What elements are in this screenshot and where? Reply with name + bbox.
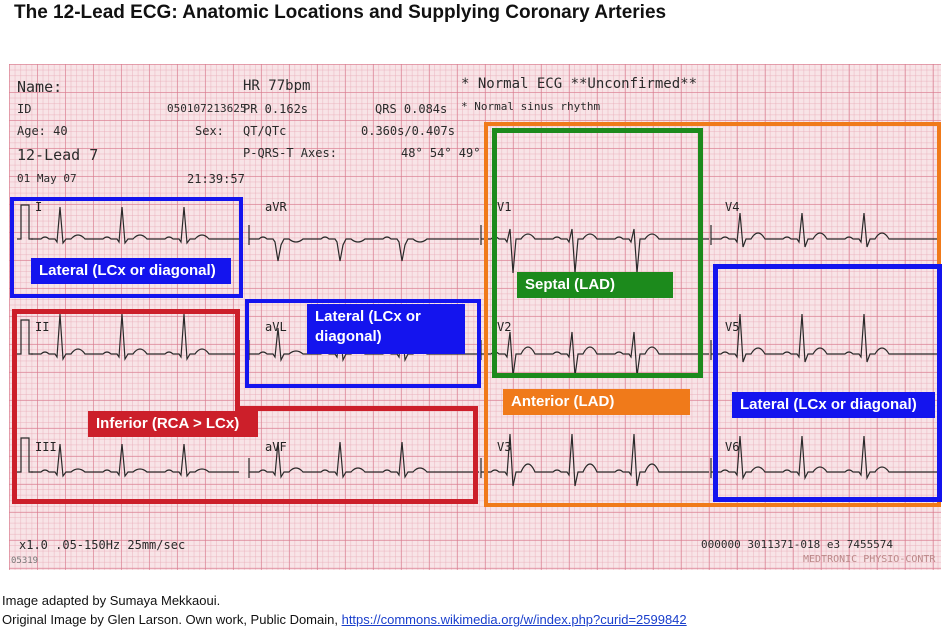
lateral-box-v5-v6 — [713, 264, 942, 502]
lead-label-v3: V3 — [497, 440, 512, 454]
axes-value: 48° 54° 49° — [401, 146, 481, 160]
interpretation-normal: * Normal ECG **Unconfirmed** — [461, 76, 698, 92]
ecg-trace — [249, 441, 479, 479]
inferior-box-upper — [12, 309, 240, 429]
label-septal: Septal (LAD) — [517, 272, 673, 298]
inferior-box-step — [235, 406, 478, 411]
inferior-box-lower — [12, 406, 478, 504]
ecg-time: 21:39:57 — [187, 172, 245, 186]
ecg-lead-title: 12-Lead 7 — [17, 146, 99, 164]
qtc-value: 0.360s/0.407s — [361, 124, 455, 138]
lead-label-v4: V4 — [725, 200, 740, 214]
credit-original-text: Original Image by Glen Larson. Own work,… — [2, 612, 342, 627]
credit-source-link[interactable]: https://commons.wikimedia.org/w/index.ph… — [341, 612, 687, 627]
ecg-trace — [481, 228, 709, 274]
calibration-pulse — [17, 204, 33, 240]
patient-sex: Sex: — [195, 124, 224, 138]
ecg-brand: MEDTRONIC PHYSIO-CONTR — [803, 554, 936, 565]
lateral-box-lead-i — [10, 197, 243, 298]
label-inferior: Inferior (RCA > LCx) — [88, 411, 258, 437]
lead-label-v6: V6 — [725, 440, 740, 454]
label-lateral-v5-v6: Lateral (LCx or diagonal) — [732, 392, 935, 418]
calibration-pulse — [17, 437, 33, 473]
lead-label-avl: aVL — [265, 320, 287, 334]
label-lateral-lead-i: Lateral (LCx or diagonal) — [31, 258, 231, 284]
lead-label-v5: V5 — [725, 320, 740, 334]
qt-qtc-label: QT/QTc — [243, 124, 287, 138]
label-anterior: Anterior (LAD) — [503, 389, 690, 415]
lead-label-avf: aVF — [265, 440, 287, 454]
lead-label-i: I — [35, 200, 43, 214]
ecg-trace — [711, 435, 939, 481]
septal-box — [492, 128, 703, 378]
lead-label-ii: II — [35, 320, 50, 334]
ecg-code: 05319 — [11, 556, 39, 566]
lead-label-iii: III — [35, 440, 57, 454]
patient-id-label: ID — [17, 102, 32, 116]
ecg-trace — [249, 236, 479, 262]
credit-original: Original Image by Glen Larson. Own work,… — [2, 612, 687, 627]
lead-label-avr: aVR — [265, 200, 287, 214]
label-lateral-avl: Lateral (LCx or diagonal) — [307, 304, 465, 354]
ecg-trace — [711, 313, 939, 363]
calibration-pulse — [17, 319, 33, 355]
heart-rate: HR 77bpm — [243, 78, 311, 94]
ecg-strip: Name: ID 050107213625 Age: 40 Sex: 12-Le… — [9, 64, 941, 570]
ecg-date: 01 May 07 — [17, 172, 77, 185]
ecg-device-footer: 000000 3011371-018 e3 7455574 — [701, 538, 894, 551]
qrs-duration: QRS 0.084s — [375, 102, 448, 116]
lead-label-v2: V2 — [497, 320, 512, 334]
pr-interval: PR 0.162s — [243, 102, 309, 116]
ecg-trace — [481, 331, 709, 377]
interpretation-rhythm: * Normal sinus rhythm — [461, 100, 601, 113]
ecg-trace — [711, 212, 939, 248]
credit-adapted: Image adapted by Sumaya Mekkaoui. — [2, 593, 221, 608]
ecg-trace — [481, 433, 709, 487]
ecg-trace — [31, 443, 239, 478]
page-title: The 12-Lead ECG: Anatomic Locations and … — [14, 2, 667, 23]
patient-name-label: Name: — [17, 78, 63, 96]
ecg-trace — [31, 206, 239, 245]
ecg-calibration-footer: x1.0 .05-150Hz 25mm/sec — [19, 538, 186, 552]
lateral-box-lead-avl — [245, 299, 481, 388]
patient-age: Age: 40 — [17, 124, 68, 138]
patient-id-value: 050107213625 — [167, 102, 247, 115]
ecg-trace — [31, 313, 239, 361]
lead-label-v1: V1 — [497, 200, 512, 214]
pqrst-axes-label: P-QRS-T Axes: — [243, 146, 337, 160]
